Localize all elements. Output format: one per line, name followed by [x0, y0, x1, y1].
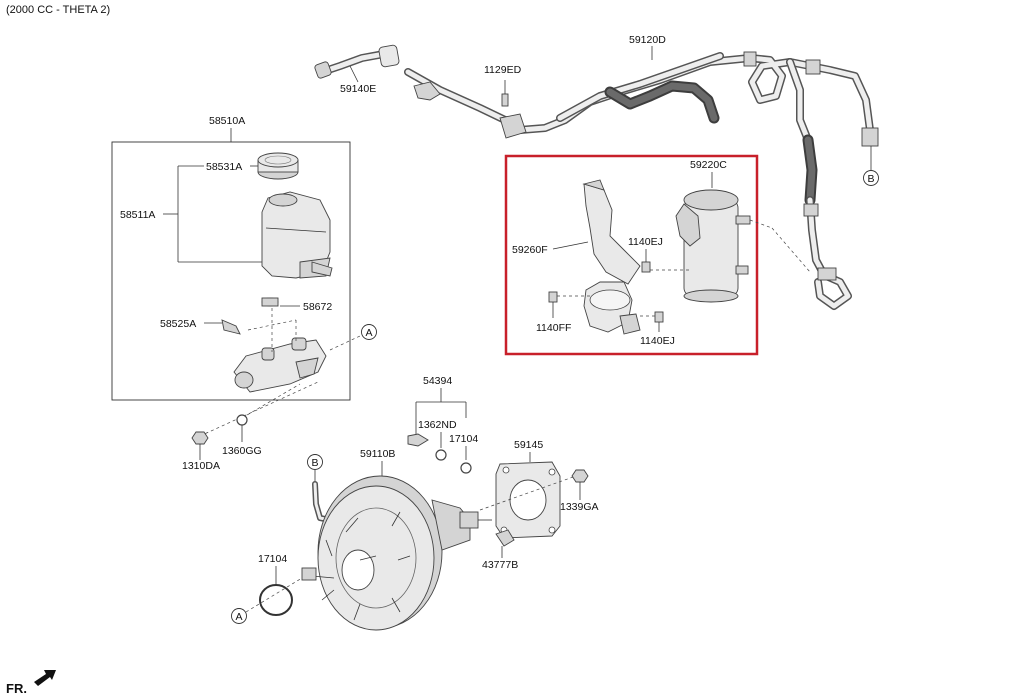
o-ring-large	[259, 584, 293, 616]
label-43777B: 43777B	[482, 559, 518, 571]
label-58531A: 58531A	[206, 161, 242, 173]
bolt-1140EJ-top	[641, 261, 651, 273]
reservoir-tank	[261, 191, 333, 279]
check-valve	[407, 433, 429, 447]
label-1339GA: 1339GA	[560, 501, 599, 513]
front-direction-indicator: FR.	[6, 670, 56, 696]
brake-booster	[301, 475, 492, 631]
front-arrow-icon	[34, 670, 56, 686]
label-1310DA: 1310DA	[182, 460, 220, 472]
o-ring-small	[460, 462, 472, 474]
label-17104-bottom: 17104	[258, 553, 287, 565]
washer-1360GG	[236, 414, 248, 426]
label-54394: 54394	[423, 375, 452, 387]
label-59220C: 59220C	[690, 159, 727, 171]
gasket	[495, 461, 561, 539]
label-59260F: 59260F	[512, 244, 548, 256]
label-1129ED: 1129ED	[484, 64, 522, 76]
grommet-1362ND	[435, 449, 447, 461]
label-17104-top: 17104	[449, 433, 478, 445]
label-59140E: 59140E	[340, 83, 376, 95]
label-58672: 58672	[303, 301, 332, 313]
ref-b-top: B	[868, 173, 875, 185]
master-cylinder	[233, 308, 327, 393]
label-1362ND: 1362ND	[418, 419, 457, 431]
bolt-58525A	[221, 319, 241, 335]
bolt-1140EJ-bottom	[654, 311, 664, 323]
canister-bracket	[582, 179, 641, 335]
clip-43777B	[495, 529, 515, 547]
label-59120D: 59120D	[629, 34, 666, 46]
label-58525A: 58525A	[160, 318, 196, 330]
label-58511A: 58511A	[120, 209, 155, 221]
label-1140EJ-bottom: 1140EJ	[640, 335, 675, 347]
bolt-1140FF	[548, 291, 558, 303]
ref-circle-b-top	[863, 170, 879, 186]
ref-b-bottom: B	[312, 457, 319, 469]
nut-1339GA	[571, 469, 589, 483]
engine-label: (2000 CC - THETA 2)	[6, 4, 110, 16]
ref-circle-a-top	[361, 324, 377, 340]
ref-a-top: A	[366, 327, 373, 339]
label-59145: 59145	[514, 439, 543, 451]
label-59110B: 59110B	[360, 448, 395, 460]
vacuum-canister	[675, 189, 751, 303]
reservoir-cap	[257, 152, 299, 180]
nut-1310DA	[191, 431, 209, 445]
ref-circle-a-bottom	[231, 608, 247, 624]
vacuum-hose-assembly	[314, 44, 879, 310]
ref-circle-b-bottom	[307, 454, 323, 470]
highlight-box	[504, 154, 759, 356]
front-label: FR.	[6, 681, 27, 696]
label-1360GG: 1360GG	[222, 445, 262, 457]
ref-a-bottom: A	[236, 611, 243, 623]
label-1140FF: 1140FF	[536, 322, 571, 334]
label-1140EJ-top: 1140EJ	[628, 236, 663, 248]
reservoir-group-box	[111, 141, 351, 401]
label-58510A: 58510A	[209, 115, 245, 127]
